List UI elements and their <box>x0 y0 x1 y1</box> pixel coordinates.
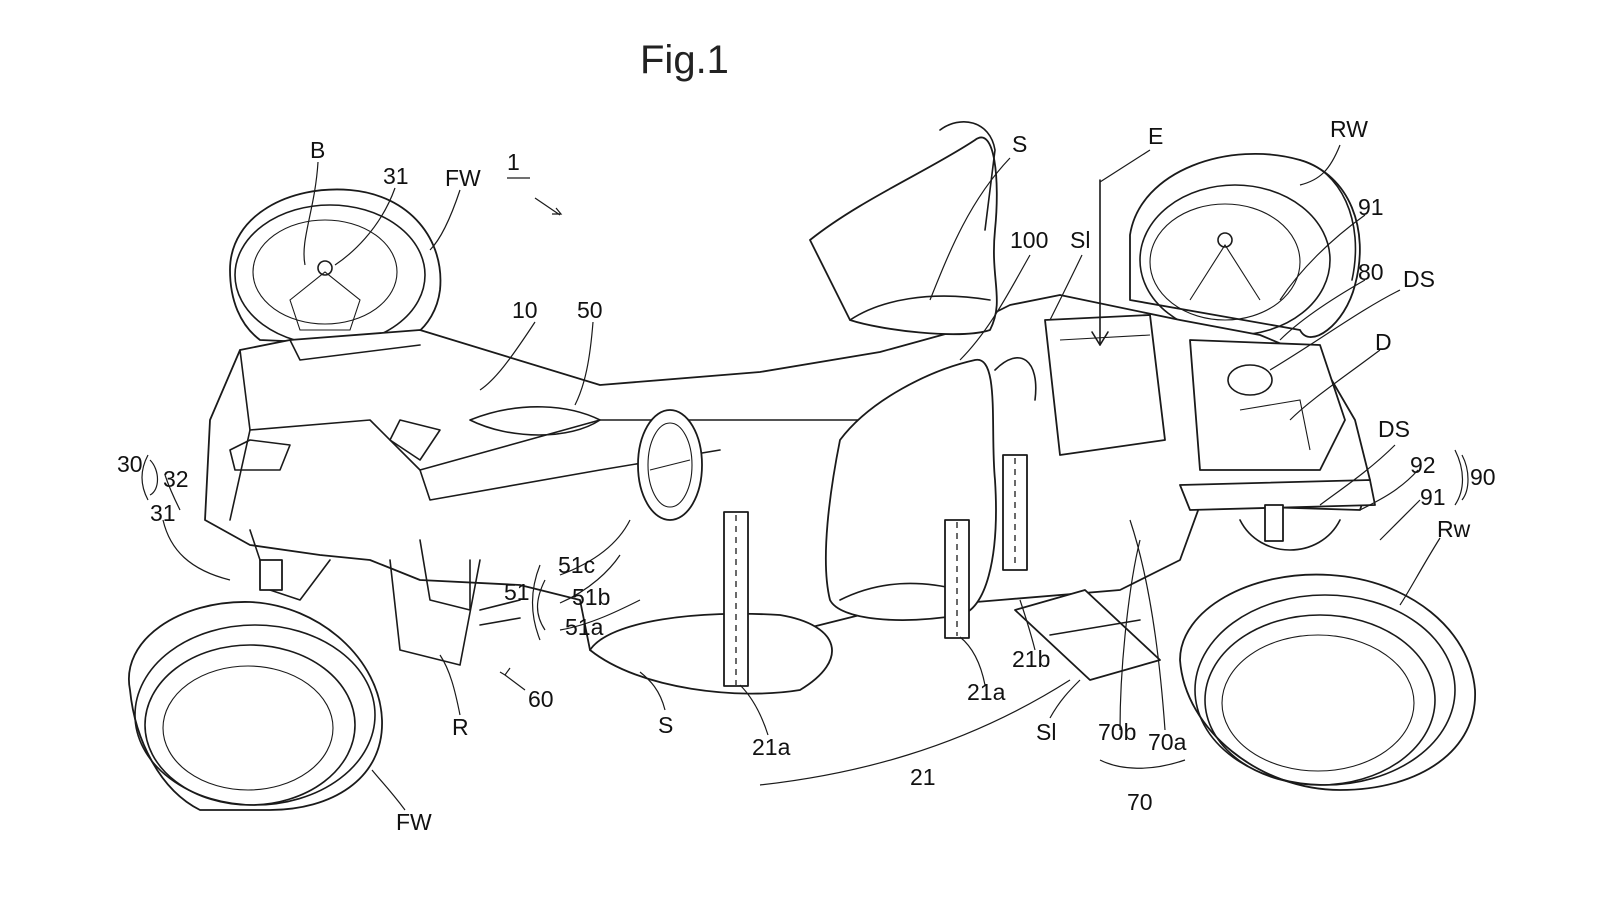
label-FW-top: FW <box>445 165 481 191</box>
pillar-center <box>944 519 970 639</box>
rear-wheel-upper <box>1129 153 1361 338</box>
label-91-mid: 91 <box>1420 484 1446 510</box>
figure-title: Fig.1 <box>640 38 729 82</box>
label-Sl-bottom: Sl <box>1036 719 1056 745</box>
label-D: D <box>1375 329 1392 355</box>
steering-wheel <box>637 409 703 521</box>
pillar-right <box>1002 454 1028 571</box>
rear-drive-unit <box>1189 339 1346 471</box>
label-70a: 70a <box>1148 729 1187 755</box>
label-70b: 70b <box>1098 719 1136 745</box>
label-Rw-right: Rw <box>1437 516 1471 542</box>
label-FW-bottom: FW <box>396 809 432 835</box>
label-51c: 51c <box>558 552 595 578</box>
label-21: 21 <box>910 764 936 790</box>
label-91-top: 91 <box>1358 194 1384 220</box>
engine-block <box>1044 179 1166 456</box>
label-51a: 51a <box>565 614 604 640</box>
vehicle-drawing <box>128 121 1476 811</box>
label-21a-left: 21a <box>752 734 791 760</box>
label-vehicle-1: 1 <box>507 149 520 175</box>
rear-wheel-lower <box>1179 573 1476 791</box>
label-21b: 21b <box>1012 646 1050 672</box>
front-wheel-upper <box>229 188 442 347</box>
label-DS-top: DS <box>1403 266 1435 292</box>
reference-labels: B 31 FW 1 10 50 S 100 Sl E RW 91 80 DS D… <box>117 116 1496 835</box>
label-R: R <box>452 714 469 740</box>
label-80: 80 <box>1358 259 1384 285</box>
label-90: 90 <box>1470 464 1496 490</box>
label-E: E <box>1148 123 1163 149</box>
label-31-left: 31 <box>150 500 176 526</box>
pillar-left <box>723 511 749 687</box>
label-S-bottom: S <box>658 712 673 738</box>
front-suspension <box>249 529 521 666</box>
side-pod-left <box>589 612 833 695</box>
label-RW-top: RW <box>1330 116 1368 142</box>
label-21a-right: 21a <box>967 679 1006 705</box>
label-B: B <box>310 137 325 163</box>
label-10: 10 <box>512 297 538 323</box>
label-S-top: S <box>1012 131 1027 157</box>
label-31-top: 31 <box>383 163 409 189</box>
brace-marks <box>141 449 1464 641</box>
seat-rear <box>809 121 998 335</box>
label-DS-mid: DS <box>1378 416 1410 442</box>
label-32: 32 <box>163 466 189 492</box>
label-30: 30 <box>117 451 143 477</box>
rear-suspension <box>1179 479 1376 551</box>
label-70: 70 <box>1127 789 1153 815</box>
front-wheel-lower <box>128 601 383 811</box>
side-duct <box>1014 589 1161 681</box>
label-51b: 51b <box>572 584 610 610</box>
label-51: 51 <box>504 579 530 605</box>
leader-lines <box>149 144 1469 811</box>
label-50: 50 <box>577 297 603 323</box>
label-92: 92 <box>1410 452 1436 478</box>
label-100: 100 <box>1010 227 1048 253</box>
label-Sl-top: Sl <box>1070 227 1090 253</box>
label-60: 60 <box>528 686 554 712</box>
